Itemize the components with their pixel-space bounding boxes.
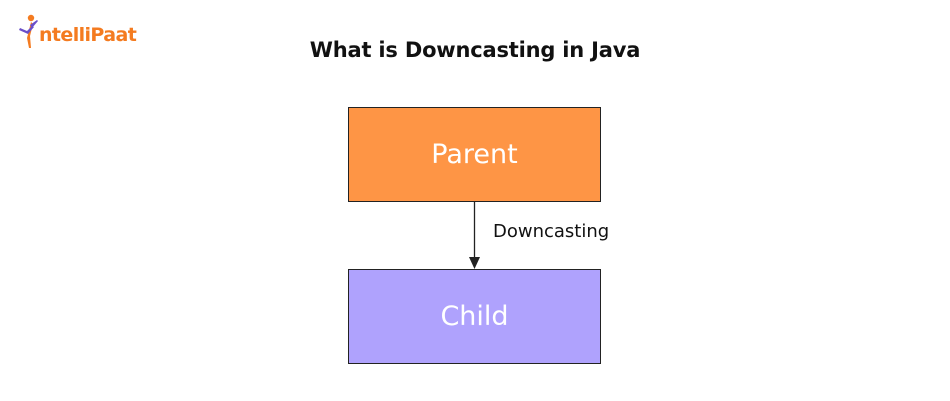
page-title: What is Downcasting in Java — [309, 38, 641, 62]
arrow-down-icon — [469, 257, 480, 269]
child-class-box: Child — [348, 269, 601, 364]
edge-label-downcasting: Downcasting — [493, 221, 610, 242]
parent-class-label: Parent — [431, 139, 518, 170]
child-class-label: Child — [440, 301, 509, 332]
brand-name: ntelliPaat — [39, 23, 137, 46]
figure-logo-icon — [19, 14, 38, 48]
parent-class-box: Parent — [348, 107, 601, 202]
brand-logo: ntelliPaat — [18, 12, 137, 52]
